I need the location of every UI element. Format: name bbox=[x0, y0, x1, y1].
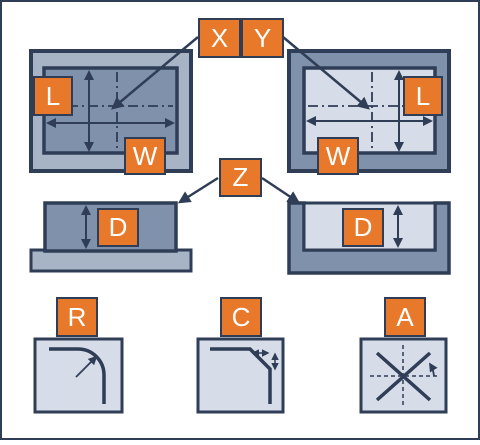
angle-line-b bbox=[375, 351, 432, 402]
radius-icon bbox=[33, 337, 124, 414]
chamfer-edge bbox=[210, 347, 272, 404]
badge-z-label: Z bbox=[233, 162, 249, 192]
badge-x: X bbox=[198, 18, 241, 58]
angle-arc bbox=[429, 362, 438, 377]
badge-l-left: L bbox=[33, 76, 73, 116]
badge-d-right: D bbox=[342, 208, 384, 247]
z-leader-arrow-right bbox=[261, 176, 301, 204]
left-section-base bbox=[29, 248, 193, 273]
badge-y-label: Y bbox=[254, 23, 271, 53]
badge-w-left: W bbox=[124, 137, 166, 175]
badge-d-left: D bbox=[97, 208, 139, 247]
angle-icon bbox=[359, 337, 448, 414]
badge-a: A bbox=[384, 297, 426, 337]
badge-l-left-label: L bbox=[46, 81, 60, 111]
badge-c-label: C bbox=[232, 302, 251, 332]
badge-w-right: W bbox=[317, 137, 359, 175]
x-leader-arrow bbox=[111, 36, 199, 110]
left-plate-group bbox=[29, 49, 193, 173]
y-leader-arrow bbox=[282, 36, 370, 110]
badge-w-right-label: W bbox=[326, 141, 351, 171]
badge-c: C bbox=[220, 297, 262, 337]
chamfer-icon bbox=[196, 337, 285, 414]
badge-a-label: A bbox=[396, 302, 414, 332]
badge-w-left-label: W bbox=[133, 141, 158, 171]
badge-r-label: R bbox=[68, 302, 87, 332]
badge-y: Y bbox=[241, 18, 284, 58]
badge-d-left-label: D bbox=[109, 212, 128, 242]
radius-arrow bbox=[75, 355, 98, 378]
badge-l-right-label: L bbox=[416, 81, 430, 111]
badge-x-label: X bbox=[211, 23, 228, 53]
badge-l-right: L bbox=[403, 76, 443, 116]
z-leader-arrow-left bbox=[177, 176, 219, 204]
badge-r: R bbox=[56, 297, 98, 337]
badge-z: Z bbox=[219, 158, 262, 197]
badge-d-right-label: D bbox=[354, 212, 373, 242]
